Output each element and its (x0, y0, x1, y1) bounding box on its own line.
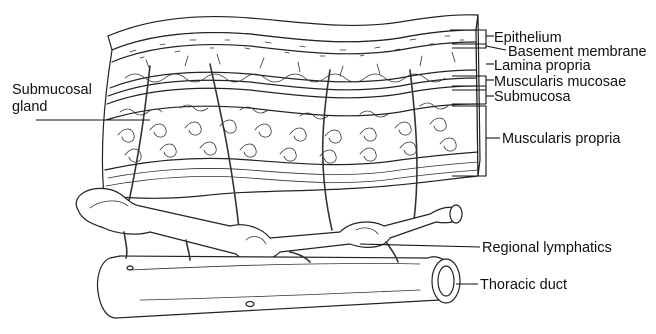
thoracic-duct (98, 256, 461, 318)
label-submucosa: Submucosa (494, 89, 572, 105)
label-submucosal-gland-line2: gland (12, 99, 47, 115)
label-thoracic-duct: Thoracic duct (480, 277, 567, 293)
label-submucosal-gland-line1: Submucosal (12, 82, 92, 98)
label-muscularis-mucosae: Muscularis mucosae (494, 74, 626, 90)
label-lamina-propria: Lamina propria (494, 58, 592, 74)
label-muscularis-propria: Muscularis propria (502, 131, 621, 147)
tissue-block (102, 15, 480, 199)
label-regional-lymphatics: Regional lymphatics (482, 240, 612, 256)
regional-lymphatics (76, 188, 462, 261)
